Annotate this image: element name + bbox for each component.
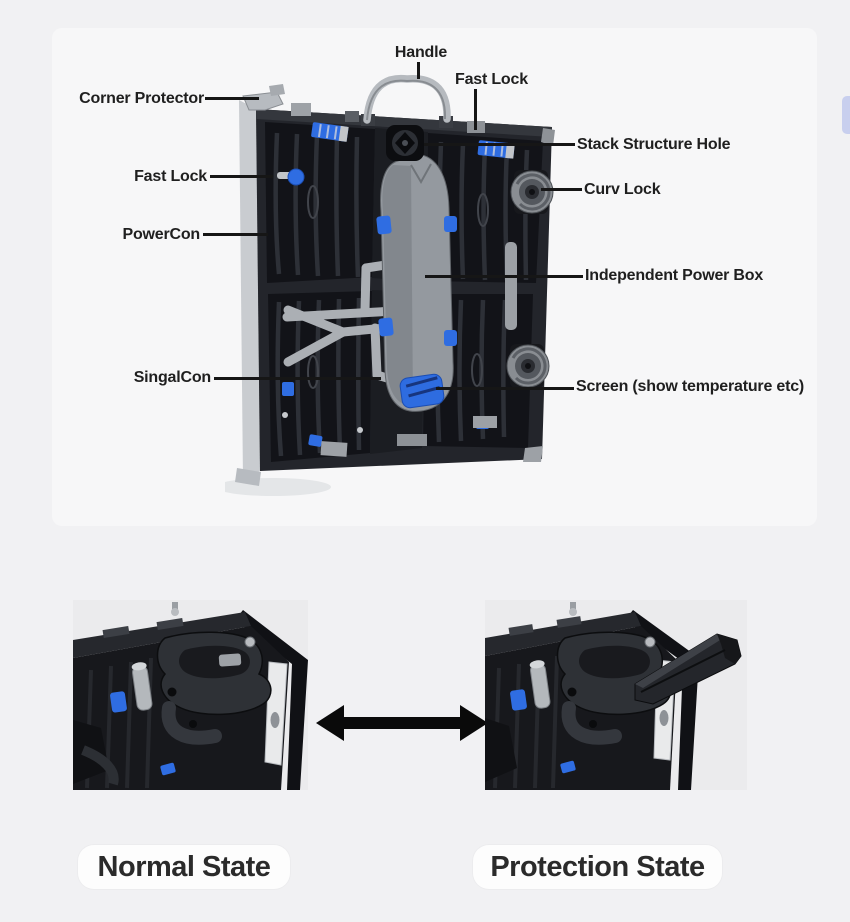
panel-right-bar <box>505 242 517 330</box>
normal-state-photo <box>73 600 308 790</box>
leader-line-curv-lock <box>541 188 582 191</box>
annotation-fast-lock-top: Fast Lock <box>455 71 528 88</box>
protection-lever <box>634 633 742 705</box>
annotation-stack-structure-hole: Stack Structure Hole <box>577 136 731 153</box>
corner-protectors <box>235 84 555 486</box>
annotation-fast-lock-left: Fast Lock <box>134 168 207 185</box>
leader-line-stack-structure-hole <box>424 143 575 146</box>
normal-state-details <box>110 662 176 776</box>
leader-line-fast-lock-top <box>474 89 477 130</box>
protection-state-lock-mechanism <box>556 631 672 745</box>
independent-power-box <box>380 153 454 412</box>
panel-top-rail <box>256 103 552 137</box>
protection-state-details <box>510 660 576 774</box>
cropped-blue-edge-artifact <box>842 96 850 134</box>
bottom-brackets <box>282 412 497 457</box>
stack-structure-hole <box>386 125 424 161</box>
normal-state-lock-mechanism <box>156 631 272 745</box>
annotation-handle: Handle <box>394 44 448 61</box>
annotation-screen: Screen (show temperature etc) <box>576 378 805 395</box>
curv-lock-top <box>510 170 554 214</box>
annotation-corner-protector: Corner Protector <box>79 90 204 107</box>
leader-line-independent-power-box <box>425 275 583 278</box>
annotation-independent-power-box: Independent Power Box <box>585 267 764 284</box>
leader-line-singalcon <box>214 377 381 380</box>
annotation-singalcon: SingalCon <box>133 369 212 386</box>
normal-state-caption: Normal State <box>78 845 290 889</box>
leader-line-screen <box>436 387 574 390</box>
double-arrow-icon <box>316 705 488 741</box>
protection-state-photo <box>485 600 747 790</box>
panel-handle <box>361 74 453 128</box>
annotation-powercon: PowerCon <box>122 226 200 243</box>
protection-state-caption: Protection State <box>473 845 722 889</box>
leader-line-powercon <box>203 233 268 236</box>
annotation-curv-lock: Curv Lock <box>584 181 661 198</box>
screen-display <box>399 373 445 409</box>
leader-line-fast-lock-left <box>210 175 273 178</box>
leader-line-handle <box>417 62 420 79</box>
led-panel-rear-illustration <box>225 74 555 496</box>
curv-lock-bottom <box>506 344 550 388</box>
leader-line-corner-protector <box>205 97 259 100</box>
